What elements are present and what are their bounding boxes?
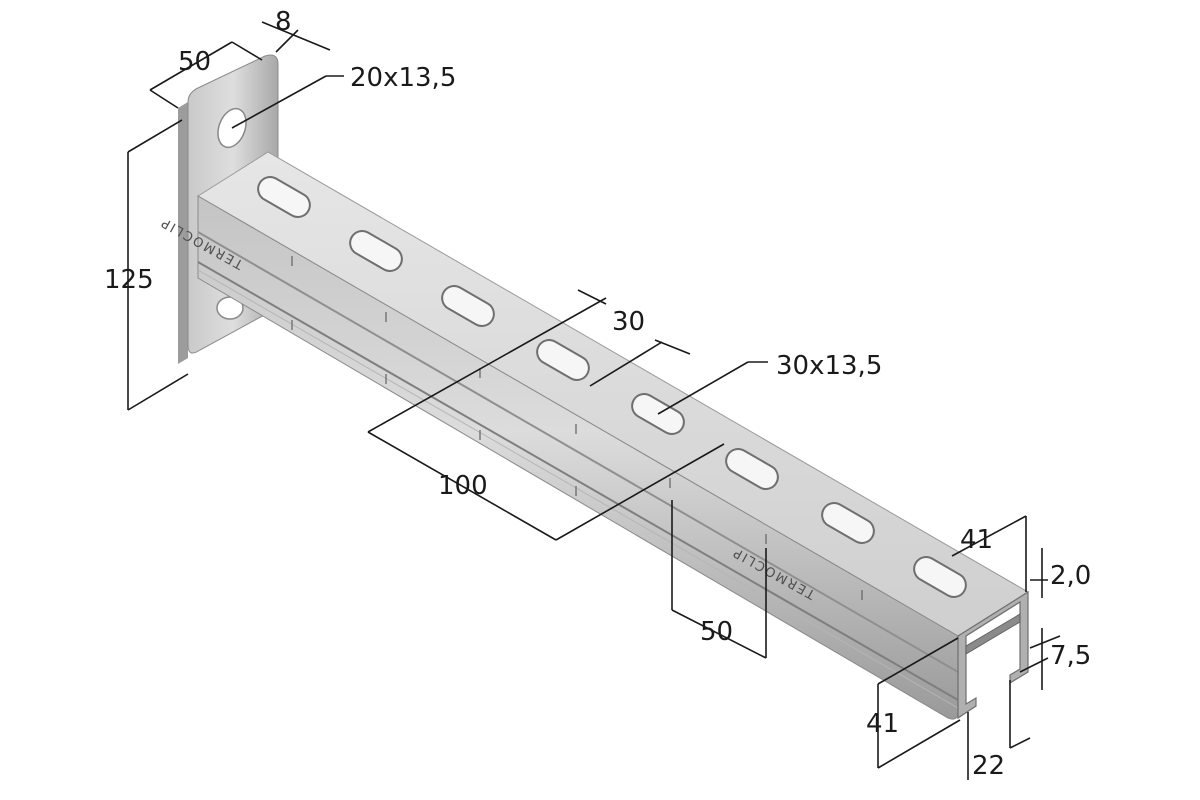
- dimension-labels: 50 8 20x13,5 125 30 30x13,5 100 50 41 2,…: [104, 7, 1091, 781]
- dimension-lines: [127, 21, 1061, 780]
- profile-slot: [441, 285, 495, 327]
- profile-slot: [725, 448, 779, 490]
- channel-profile: TERMOCLIP TERMOCLIP: [158, 151, 1029, 720]
- channel-end-section: [957, 590, 1029, 720]
- dim-profile-height: 41: [866, 709, 899, 739]
- profile-slot: [536, 339, 590, 381]
- dim-slot-pitch: 30: [612, 307, 645, 337]
- channel-groove-2: [197, 261, 959, 701]
- dim-plate-slot: 20x13,5: [350, 63, 456, 93]
- profile-slot: [257, 176, 311, 218]
- channel-side-face: [197, 195, 959, 720]
- dim-slot-size: 30x13,5: [776, 351, 882, 381]
- dim-mark-step: 50: [700, 617, 733, 647]
- dim-plate-height: 125: [104, 265, 154, 295]
- channel-groove-3: [197, 269, 959, 709]
- profile-slot: [821, 502, 875, 544]
- dim-plate-width: 50: [178, 47, 211, 77]
- tick-marks: [291, 256, 863, 600]
- plate-edge: [178, 102, 188, 364]
- dim-plate-thickness: 8: [275, 7, 292, 37]
- channel-teeth: [965, 613, 1021, 655]
- profile-slot: [913, 556, 967, 598]
- channel-groove-1: [197, 231, 959, 673]
- channel-top-face: [197, 151, 1029, 637]
- dim-length-step: 100: [438, 471, 488, 501]
- dim-wall-thickness: 2,0: [1050, 561, 1091, 591]
- dim-opening: 22: [972, 751, 1005, 781]
- dim-profile-width: 41: [960, 525, 993, 555]
- profile-slot: [349, 230, 403, 272]
- dim-lip-height: 7,5: [1050, 641, 1091, 671]
